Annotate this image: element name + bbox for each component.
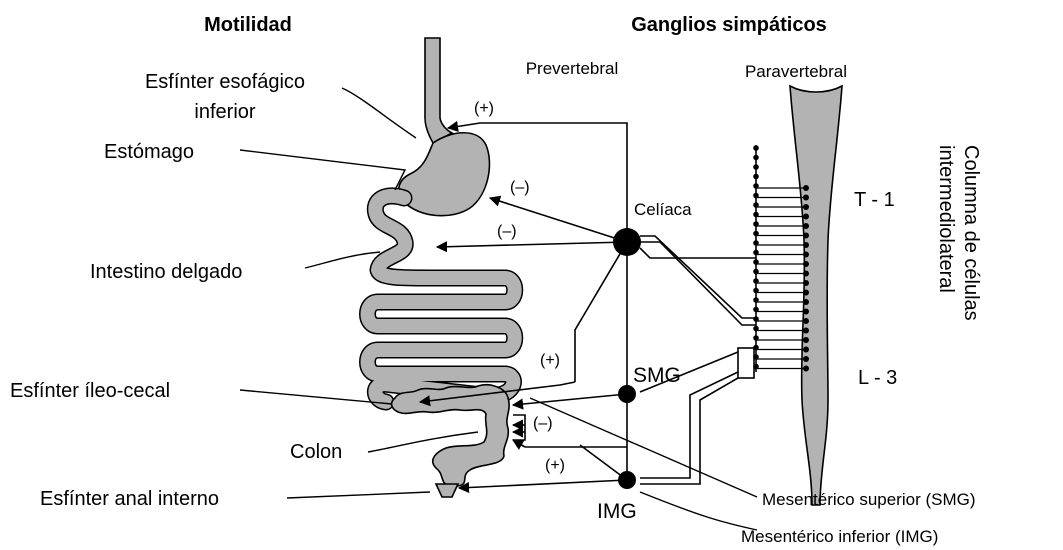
label-smg-full: Mesentérico superior (SMG) (762, 490, 976, 509)
celiac-ganglion (613, 228, 641, 256)
spinal-root-dot (803, 204, 809, 210)
chain-ganglion-dot (753, 164, 759, 170)
spinal-root-dot (803, 271, 809, 277)
spinal-root-dot (803, 347, 809, 353)
label-small-intestine: Intestino delgado (90, 261, 242, 283)
spinal-root-dot (803, 309, 809, 315)
label-stomach: Estómago (104, 141, 194, 163)
spinal-root-dot (803, 185, 809, 191)
spinal-root-dot (803, 214, 809, 220)
label-ileocecal: Esfínter íleo-cecal (10, 380, 170, 402)
label-img: IMG (597, 500, 637, 523)
spinal-root-dot (803, 290, 809, 296)
chain-ganglion-dot (753, 145, 759, 151)
effect-les: (+) (474, 100, 494, 117)
spinal-root-dot (803, 242, 809, 248)
effect-anal: (+) (545, 457, 565, 474)
label-column-line1: Columna de células (960, 145, 982, 321)
spinal-root-dot (803, 356, 809, 362)
label-prevertebral: Prevertebral (526, 59, 619, 78)
spinal-root-dot (803, 233, 809, 239)
spinal-cord (790, 86, 842, 505)
spinal-root-dot (803, 318, 809, 324)
label-les-line1: Esfínter esofágico (145, 71, 305, 93)
effect-small-intestine: (–) (497, 223, 517, 240)
label-column-line2: intermediolateral (935, 145, 957, 293)
spinal-root-dot (803, 299, 809, 305)
img-ganglion (618, 471, 636, 489)
effect-stomach: (–) (510, 179, 530, 196)
chain-ganglion-dot (753, 174, 759, 180)
stomach (399, 133, 490, 216)
anal-sphincter (436, 484, 458, 497)
label-les-line2: inferior (194, 101, 255, 123)
effect-ileocecal: (+) (540, 352, 560, 369)
label-celiac: Celíaca (634, 200, 692, 219)
heading-motility: Motilidad (204, 14, 292, 36)
label-anal-sphincter: Esfínter anal interno (40, 488, 219, 510)
spinal-root-dot (803, 337, 809, 343)
label-l3: L - 3 (858, 367, 897, 389)
spinal-root-dot (803, 261, 809, 267)
label-colon: Colon (290, 441, 342, 463)
spinal-root-dot (803, 328, 809, 334)
label-paravertebral: Paravertebral (745, 62, 847, 81)
spinal-root-dot (803, 252, 809, 258)
heading-sympathetic-ganglia: Ganglios simpáticos (631, 14, 827, 36)
spinal-root-dot (803, 223, 809, 229)
spinal-root-dot (803, 366, 809, 372)
label-t1: T - 1 (854, 189, 895, 211)
chain-ganglion-dot (753, 155, 759, 161)
effect-colon: (–) (533, 415, 553, 432)
smg-ganglion (618, 385, 636, 403)
spinal-root-dot (803, 195, 809, 201)
label-smg: SMG (633, 364, 681, 387)
spinal-root-dot (803, 280, 809, 286)
label-img-full: Mesentérico inferior (IMG) (741, 527, 938, 546)
